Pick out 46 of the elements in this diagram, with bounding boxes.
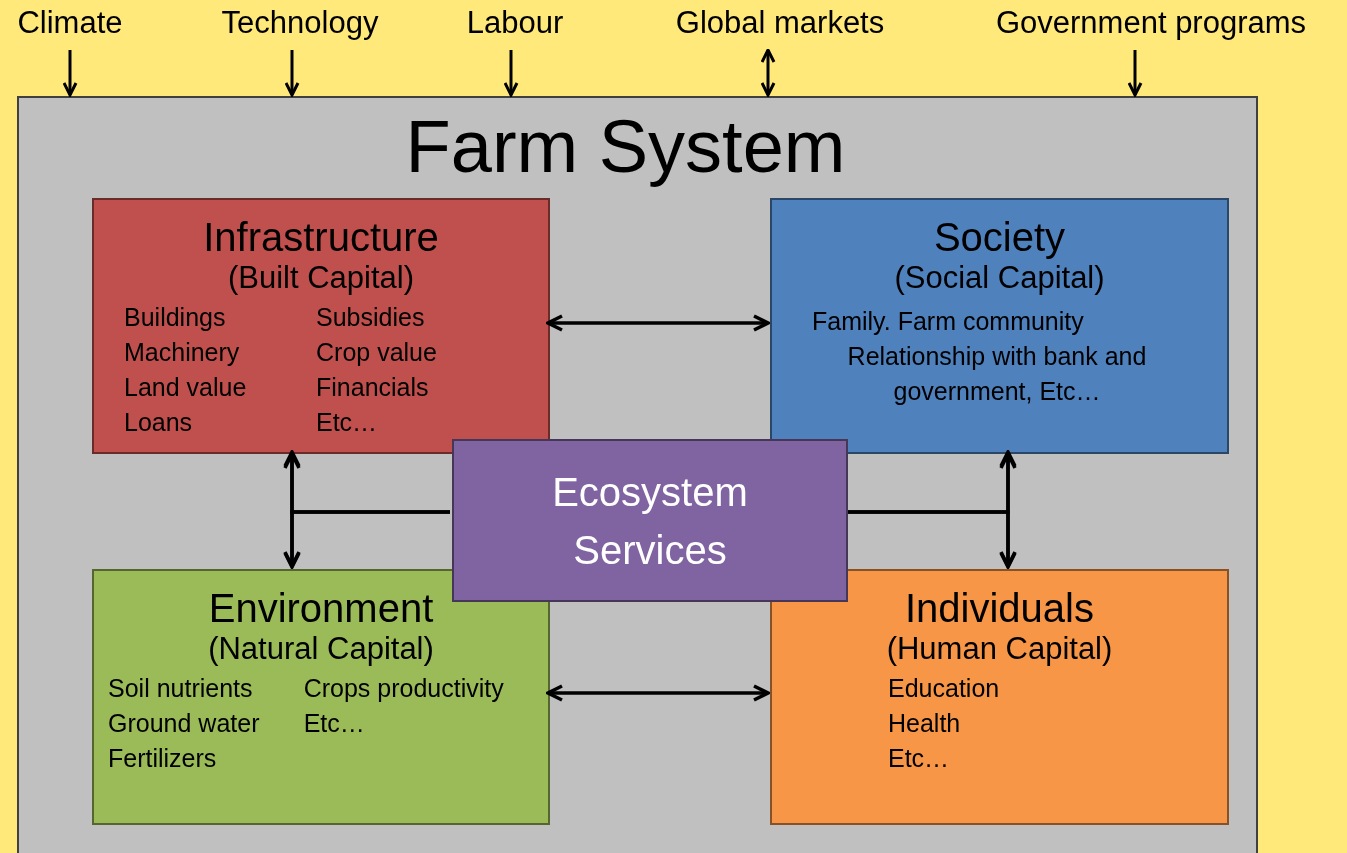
box-title: Infrastructure — [202, 214, 440, 260]
box-subtitle: (Natural Capital) — [207, 631, 435, 667]
box-subtitle: (Built Capital) — [226, 260, 416, 296]
item-text: Health — [888, 707, 962, 739]
item-text: Family. Farm community — [812, 305, 1084, 337]
factor-label: Government programs — [955, 6, 1347, 46]
arrow — [760, 48, 776, 97]
society-box — [770, 198, 1229, 454]
arrow — [62, 50, 78, 97]
item-text: Education — [888, 672, 1001, 704]
item-text: Buildings — [124, 301, 227, 333]
item-text: Land value — [124, 371, 248, 403]
item-text: Financials — [316, 371, 430, 403]
arrow — [283, 510, 450, 569]
box-title: Environment — [207, 585, 435, 631]
item-text: Ground water — [108, 707, 261, 739]
factor-label: Global markets — [640, 6, 920, 46]
item-text: Etc… — [303, 707, 366, 739]
arrow — [546, 314, 770, 332]
item-text: Crops productivity — [303, 672, 505, 704]
system-frame — [17, 96, 1258, 853]
box-subtitle: (Social Capital) — [893, 260, 1106, 296]
item-text: Etc… — [316, 406, 379, 438]
item-text: Subsidies — [316, 301, 426, 333]
environment-box — [92, 569, 550, 825]
box-subtitle: (Human Capital) — [885, 631, 1114, 667]
item-text: Etc… — [888, 742, 951, 774]
item-text: Crop value — [316, 336, 438, 368]
item-text: Relationship with bank and government, Etc… — [846, 340, 1148, 407]
factor-label: Climate — [0, 6, 140, 46]
box-title: Ecosystem Services — [551, 468, 749, 574]
box-title: Society — [932, 214, 1067, 260]
box-title: Individuals — [904, 585, 1095, 631]
factor-label: Technology — [195, 6, 405, 46]
factor-label: Labour — [445, 6, 585, 46]
individuals-box — [770, 569, 1229, 825]
item-text: Loans — [124, 406, 194, 438]
item-text: Fertilizers — [108, 742, 218, 774]
arrow — [503, 50, 519, 97]
infrastructure-box — [92, 198, 550, 454]
item-text: Soil nutrients — [108, 672, 254, 704]
item-text: Machinery — [124, 336, 241, 368]
arrow — [284, 50, 300, 97]
arrow — [1127, 50, 1143, 97]
arrow — [546, 684, 770, 702]
ecosystem-services-box — [452, 439, 848, 602]
